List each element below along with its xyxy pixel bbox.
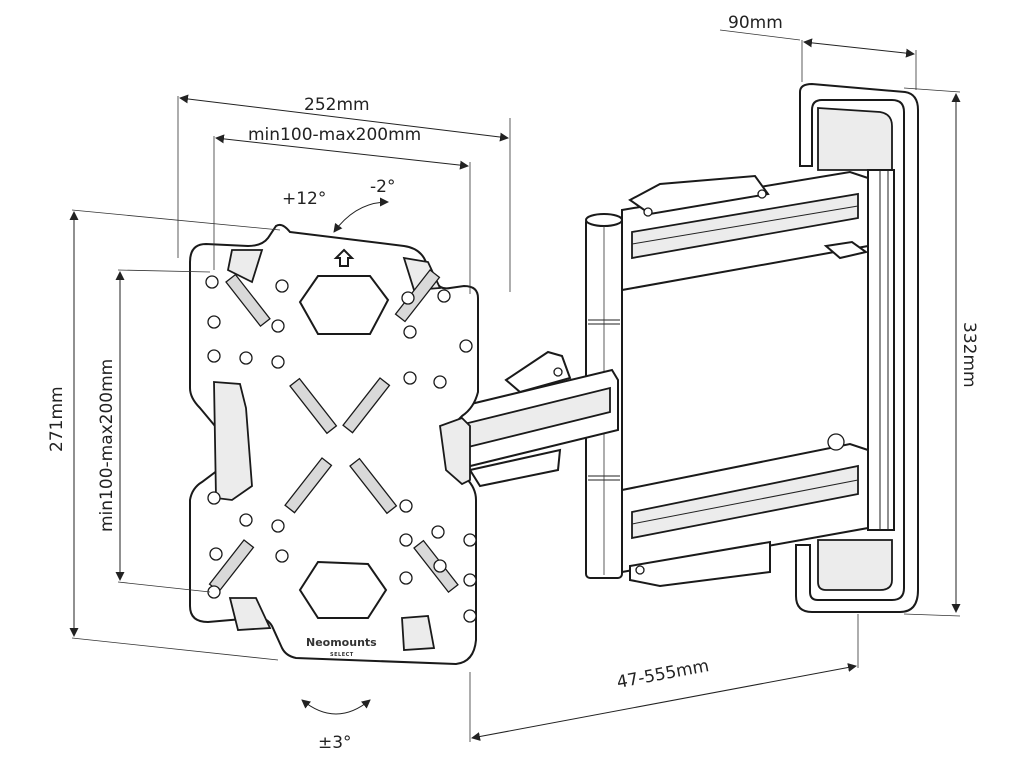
rotation-label: ±3° bbox=[318, 733, 352, 753]
wall-plate bbox=[795, 82, 919, 613]
vesa-plate: Neomounts SELECT bbox=[189, 223, 479, 666]
vesa-horizontal-label: min100-max200mm bbox=[248, 125, 421, 145]
wall-plate-depth-label: 90mm bbox=[728, 13, 783, 33]
wall-plate-channel bbox=[867, 169, 895, 531]
hexagon-cutout-top bbox=[298, 275, 390, 335]
plate-width-label: 252mm bbox=[304, 95, 370, 115]
wall-plate-inner-bottom bbox=[817, 539, 893, 591]
diagonal-slots bbox=[208, 269, 459, 594]
vesa-vertical-label: min100-max200mm bbox=[97, 359, 117, 532]
upper-arm bbox=[621, 170, 869, 292]
wall-plate-height-label: 332mm bbox=[959, 322, 979, 388]
wall-bracket bbox=[444, 82, 919, 613]
up-arrow-icon bbox=[333, 248, 355, 267]
lower-arm bbox=[621, 433, 869, 588]
dimension-lines bbox=[69, 29, 961, 742]
brand-sub-text: SELECT bbox=[330, 652, 354, 658]
hexagon-cutout-bottom bbox=[298, 560, 388, 619]
tilt-down-label: -2° bbox=[370, 177, 395, 197]
arm-extension-label: 47-555mm bbox=[615, 656, 710, 693]
plate-height-label: 271mm bbox=[47, 386, 67, 452]
tilt-up-label: +12° bbox=[282, 189, 326, 209]
mounting-holes bbox=[205, 275, 477, 623]
middle-arm bbox=[444, 350, 619, 488]
brand-logo-text: Neomounts bbox=[306, 636, 377, 649]
wall-plate-inner-top bbox=[817, 107, 893, 171]
